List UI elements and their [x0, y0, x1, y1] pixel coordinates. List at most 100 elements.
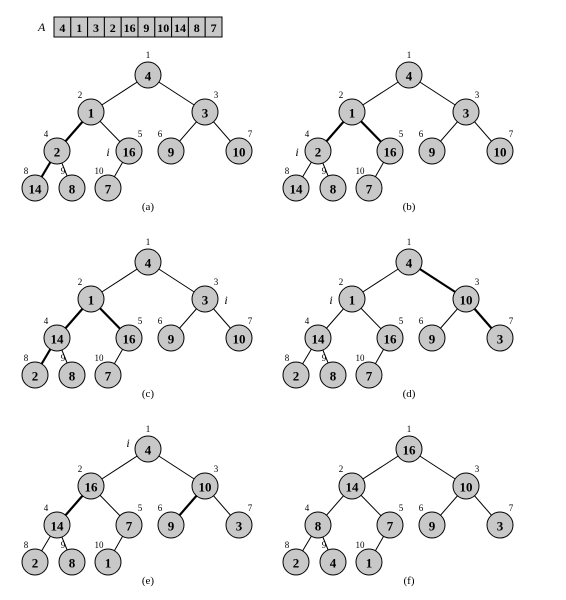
panel-caption: (e) — [142, 575, 155, 587]
node-index-label: 4 — [305, 503, 310, 513]
heap-node-value: 3 — [202, 106, 209, 121]
heap-node: 165 — [376, 316, 404, 352]
node-index-label: 6 — [158, 316, 163, 326]
heap-node-value: 4 — [145, 443, 152, 458]
heap-node: 165 — [376, 129, 404, 165]
node-index-label: 5 — [399, 316, 404, 326]
array-cell-value: 16 — [124, 21, 136, 35]
heap-node-value: 14 — [51, 332, 65, 347]
heap-node-circle — [77, 98, 105, 126]
array-name-label: A — [37, 20, 46, 34]
array-cell: 9 — [137, 16, 156, 38]
heap-node-value: 10 — [460, 293, 473, 308]
heap-node-value: 16 — [403, 443, 417, 458]
heap-node: 37 — [225, 503, 253, 539]
heap-node: 75 — [115, 503, 143, 539]
node-index-label: 3 — [475, 90, 480, 100]
heap-node: 103 — [452, 277, 480, 313]
heap-node-circle — [395, 61, 423, 89]
heap-node-value: 8 — [69, 369, 76, 384]
heap-node-circle — [225, 137, 253, 165]
array-cell: 14 — [171, 16, 189, 38]
node-index-label: 9 — [322, 540, 327, 550]
heap-node-value: 9 — [429, 145, 436, 160]
panel-caption: (c) — [142, 388, 155, 400]
node-index-label: 9 — [322, 353, 327, 363]
heap-node: 37 — [486, 503, 514, 539]
heap-node-value: 4 — [406, 256, 413, 271]
heap-node: 12 — [338, 277, 366, 313]
node-index-label: 2 — [78, 90, 83, 100]
node-index-label: 1 — [407, 237, 412, 247]
pointer-i-label: i — [224, 293, 227, 307]
node-index-label: 1 — [146, 237, 151, 247]
heap-node: 148 — [21, 166, 49, 202]
heap-node-circle — [21, 548, 49, 576]
heap-node-value: 9 — [168, 332, 175, 347]
node-index-label: 5 — [138, 503, 143, 513]
heap-node: 28 — [21, 353, 49, 389]
heap-node: 107 — [486, 129, 514, 165]
node-index-label: 10 — [95, 540, 105, 550]
heap-node-circle — [191, 472, 219, 500]
heap-node: 41 — [134, 424, 162, 463]
node-index-label: 7 — [248, 316, 253, 326]
heap-node-value: 7 — [105, 369, 112, 384]
heap-node-circle — [115, 324, 143, 352]
heap-node-circle — [355, 548, 383, 576]
heap-node: 144 — [43, 316, 71, 352]
node-index-label: 4 — [44, 129, 49, 139]
heap-node-circle — [43, 137, 71, 165]
node-index-label: 3 — [214, 90, 219, 100]
heap-node: 162 — [77, 464, 105, 500]
node-index-label: 9 — [61, 540, 66, 550]
heap-node-value: 9 — [429, 519, 436, 534]
array-cell: 2 — [103, 16, 122, 38]
heap-node: 89 — [319, 166, 347, 202]
heap-node-circle — [43, 324, 71, 352]
node-index-label: 6 — [158, 503, 163, 513]
node-index-label: 1 — [407, 424, 412, 434]
array-cell-value: 4 — [59, 21, 65, 35]
heap-node: 96 — [157, 316, 185, 352]
heap-node-circle — [418, 324, 446, 352]
node-index-label: 4 — [44, 503, 49, 513]
heap-node-circle — [157, 511, 185, 539]
heap-node-value: 4 — [145, 69, 152, 84]
heap-node-value: 14 — [29, 182, 43, 197]
heap-node-value: 16 — [85, 480, 99, 495]
heap-node: 107 — [225, 129, 253, 165]
heap-node-circle — [115, 511, 143, 539]
heap-node: 33 — [191, 90, 219, 126]
heap-node-value: 1 — [349, 106, 356, 121]
heap-node-value: 7 — [366, 182, 373, 197]
heap-node-circle — [418, 137, 446, 165]
heap-node: 28 — [282, 353, 310, 389]
heap-node-circle — [452, 472, 480, 500]
node-index-label: 5 — [138, 129, 143, 139]
heap-node-circle — [355, 361, 383, 389]
heap-node-circle — [282, 548, 310, 576]
heap-panels: 411233241659610714889710i(a)411233241659… — [21, 50, 514, 587]
heap-node: 12 — [77, 277, 105, 313]
heap-node-circle — [77, 285, 105, 313]
heap-node-circle — [338, 472, 366, 500]
heap-node: 103 — [191, 464, 219, 500]
node-index-label: 2 — [339, 464, 344, 474]
node-index-label: 6 — [158, 129, 163, 139]
heap-node: 33 — [452, 90, 480, 126]
heap-node: 144 — [304, 316, 332, 352]
heap-node-value: 3 — [236, 519, 243, 534]
node-index-label: 1 — [146, 424, 151, 434]
heap-node: 28 — [282, 540, 310, 576]
heap-node-value: 8 — [69, 182, 76, 197]
node-index-label: 4 — [305, 129, 310, 139]
heap-node-circle — [319, 361, 347, 389]
heap-node: 142 — [338, 464, 366, 500]
array-cell-value: 7 — [211, 21, 217, 35]
array-cell: 1 — [70, 16, 89, 38]
heap-node-circle — [157, 324, 185, 352]
